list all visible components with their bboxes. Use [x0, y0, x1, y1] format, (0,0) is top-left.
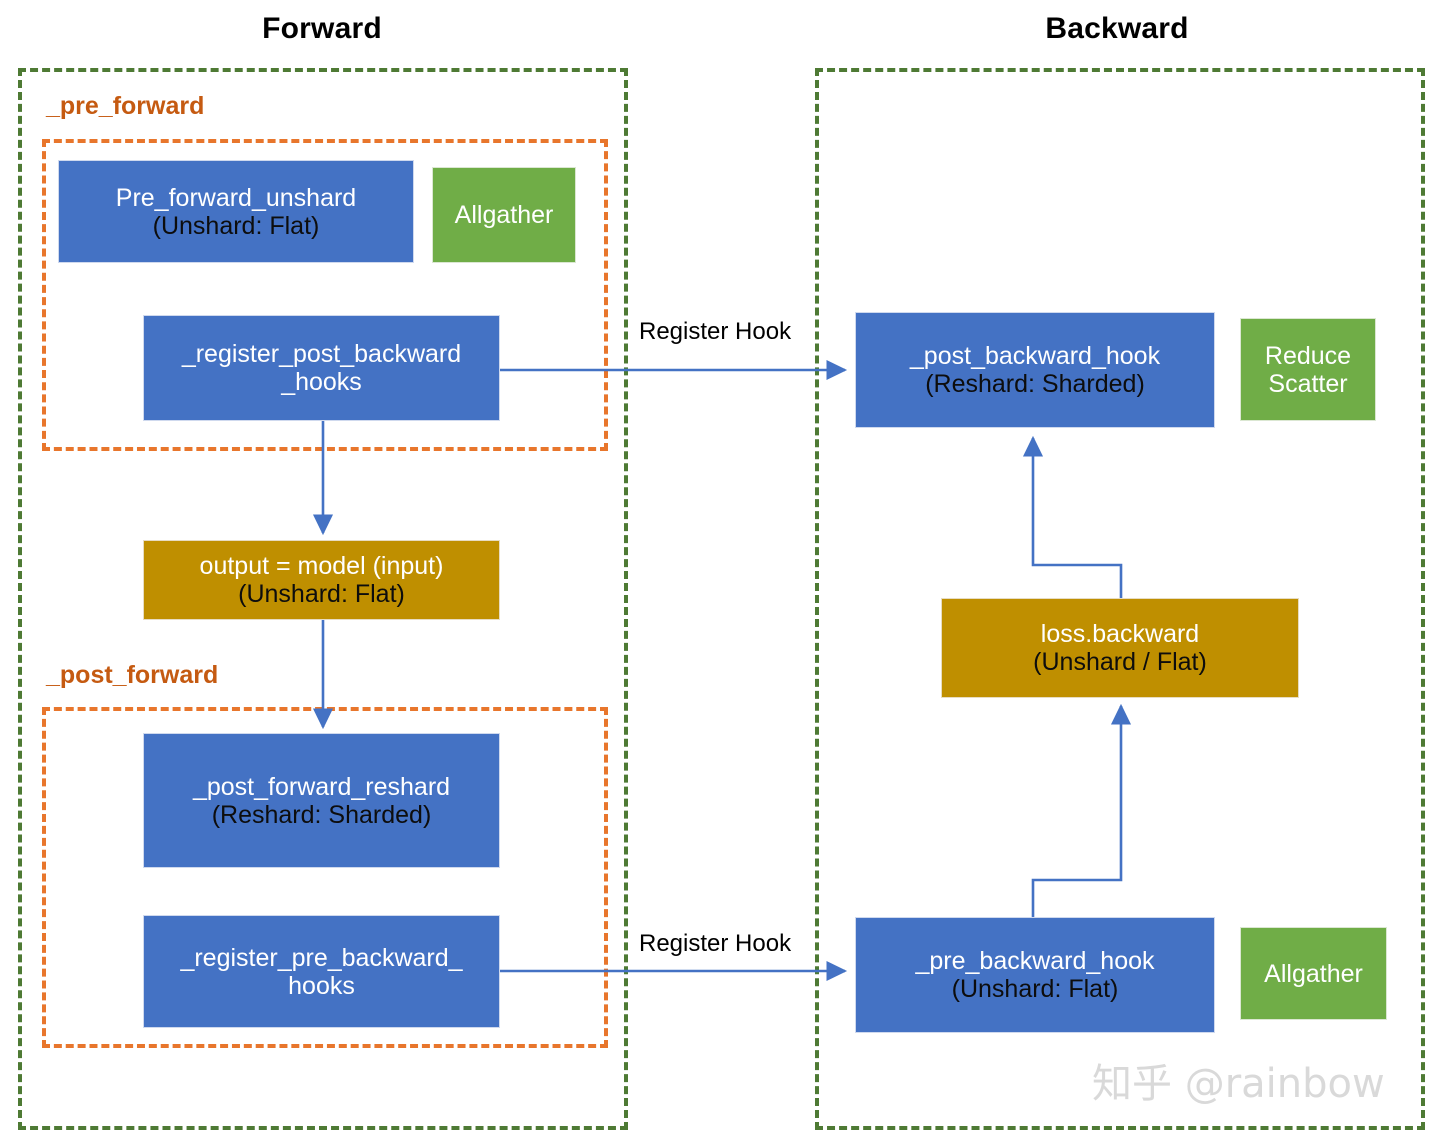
node-allgather-forward-label: Allgather: [454, 201, 554, 229]
node-pre-backward-hook-line2: (Unshard: Flat): [951, 975, 1119, 1003]
node-output-model-input-line1: output = model (input): [199, 552, 444, 580]
node-register-post-backward-hooks-line1: _register_post_backward: [181, 340, 462, 368]
forward-container: [18, 68, 628, 1130]
pre-forward-group: [42, 139, 608, 451]
pre-forward-group-label: _pre_forward: [46, 92, 205, 120]
node-post-forward-reshard-line1: _post_forward_reshard: [192, 772, 451, 801]
node-post-backward-hook-line1: _post_backward_hook: [909, 342, 1161, 370]
node-allgather-forward[interactable]: Allgather: [432, 167, 576, 263]
node-pre-forward-unshard-line2: (Unshard: Flat): [152, 211, 320, 240]
node-output-model-input-line2: (Unshard: Flat): [238, 580, 405, 608]
node-loss-backward-line1: loss.backward: [1040, 620, 1200, 648]
node-reduce-scatter-line1: Reduce: [1264, 341, 1352, 370]
node-loss-backward-line2: (Unshard / Flat): [1033, 648, 1207, 676]
node-register-post-backward-hooks[interactable]: _register_post_backward _hooks: [143, 315, 500, 421]
node-post-backward-hook[interactable]: _post_backward_hook (Reshard: Sharded): [855, 312, 1215, 428]
node-post-backward-hook-line2: (Reshard: Sharded): [925, 370, 1145, 398]
backward-container: [815, 68, 1425, 1130]
post-forward-group-label: _post_forward: [46, 661, 219, 689]
node-post-forward-reshard-line2: (Reshard: Sharded): [211, 800, 432, 829]
node-reduce-scatter-line2: Scatter: [1268, 369, 1348, 398]
node-pre-forward-unshard-line1: Pre_forward_unshard: [115, 183, 357, 212]
edge-label-register-hook-top: Register Hook: [639, 318, 792, 345]
node-pre-backward-hook[interactable]: _pre_backward_hook (Unshard: Flat): [855, 917, 1215, 1033]
node-register-pre-backward-hooks[interactable]: _register_pre_backward_ hooks: [143, 915, 500, 1028]
node-loss-backward[interactable]: loss.backward (Unshard / Flat): [941, 598, 1299, 698]
node-allgather-backward[interactable]: Allgather: [1240, 927, 1387, 1020]
node-register-pre-backward-hooks-line2: hooks: [288, 971, 355, 1000]
node-register-post-backward-hooks-line2: _hooks: [281, 368, 362, 396]
node-pre-backward-hook-line1: _pre_backward_hook: [915, 947, 1155, 975]
heading-backward: Backward: [1045, 12, 1189, 45]
node-output-model-input[interactable]: output = model (input) (Unshard: Flat): [143, 540, 500, 620]
watermark: 知乎 @rainbow: [1092, 1061, 1385, 1107]
node-reduce-scatter[interactable]: Reduce Scatter: [1240, 318, 1376, 421]
node-pre-forward-unshard[interactable]: Pre_forward_unshard (Unshard: Flat): [58, 160, 414, 263]
node-post-forward-reshard[interactable]: _post_forward_reshard (Reshard: Sharded): [143, 733, 500, 868]
edge-label-register-hook-bottom: Register Hook: [639, 930, 792, 957]
heading-forward: Forward: [262, 12, 382, 45]
node-register-pre-backward-hooks-line1: _register_pre_backward_: [180, 943, 463, 972]
node-allgather-backward-label: Allgather: [1264, 959, 1363, 988]
